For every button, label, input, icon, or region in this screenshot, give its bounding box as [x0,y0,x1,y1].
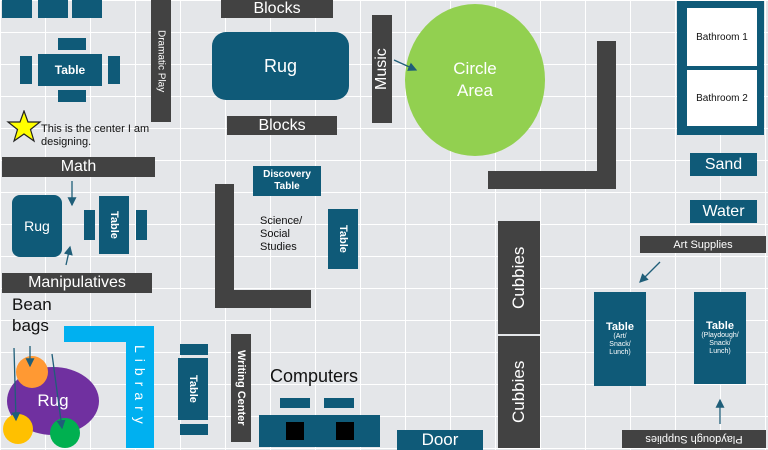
table-playdough: Table (Playdough/ Snack/ Lunch) [694,292,746,384]
chair [180,344,208,355]
dramatic-play-wall: Dramatic Play [151,0,171,122]
divider-wall [215,184,234,308]
table-art-sub: (Art/ Snack/ Lunch) [609,333,631,356]
chair [58,38,86,50]
table-art-label: Table [606,321,634,333]
sand-table: Sand [690,153,757,176]
table-math: Table [99,196,129,254]
chair [38,0,68,18]
science-social-studies-label: Science/ Social Studies [260,215,303,253]
bean-bag-arrow [51,353,66,430]
chair [280,398,310,408]
water-table: Water [690,200,757,223]
table-top-left: Table [38,54,102,86]
circle-area: Circle Area [405,4,545,156]
blocks-label-bottom: Blocks [227,116,337,135]
star-note: This is the center I am designing. [41,123,150,148]
computer-icon [286,422,304,440]
computers-label: Computers [270,366,359,386]
discovery-table: Discovery Table [253,166,321,196]
star-icon [6,110,42,143]
writing-center-wall: Writing Center [231,334,251,442]
bean-bags-label: Bean bags [12,295,52,335]
chair [72,0,102,18]
chair [108,56,120,84]
chair [324,398,354,408]
music-arrow [393,59,418,71]
math-shelf: Math [2,157,155,177]
bathroom-2: Bathroom 2 [687,70,757,126]
computer-icon [336,422,354,440]
door: Door [397,430,483,450]
chair [136,210,147,240]
chair [84,210,95,240]
chair [2,0,32,18]
divider-wall [488,171,616,189]
art-supplies-arrow [639,261,661,283]
table-writing: Table [178,358,208,420]
table-playdough-sub: (Playdough/ Snack/ Lunch) [701,332,739,355]
art-supplies-shelf: Art Supplies [640,236,766,253]
table-art: Table (Art/ Snack/ Lunch) [594,292,646,386]
bathroom-1: Bathroom 1 [687,8,757,66]
bean-bag-arrow [11,347,21,422]
table-playdough-label: Table [706,320,734,332]
table-science: Table [328,209,358,269]
chair [20,56,32,84]
library-shelf: Library [126,326,154,448]
computer-desk [259,415,380,447]
manipulatives-shelf: Manipulatives [2,273,152,293]
divider-wall [215,290,311,308]
rug-math: Rug [12,195,62,257]
manipulatives-arrow [63,245,73,266]
chair [180,424,208,435]
rug-main: Rug [212,32,349,100]
chair [58,90,86,102]
divider-wall [597,41,616,189]
blocks-label-top: Blocks [221,0,333,18]
